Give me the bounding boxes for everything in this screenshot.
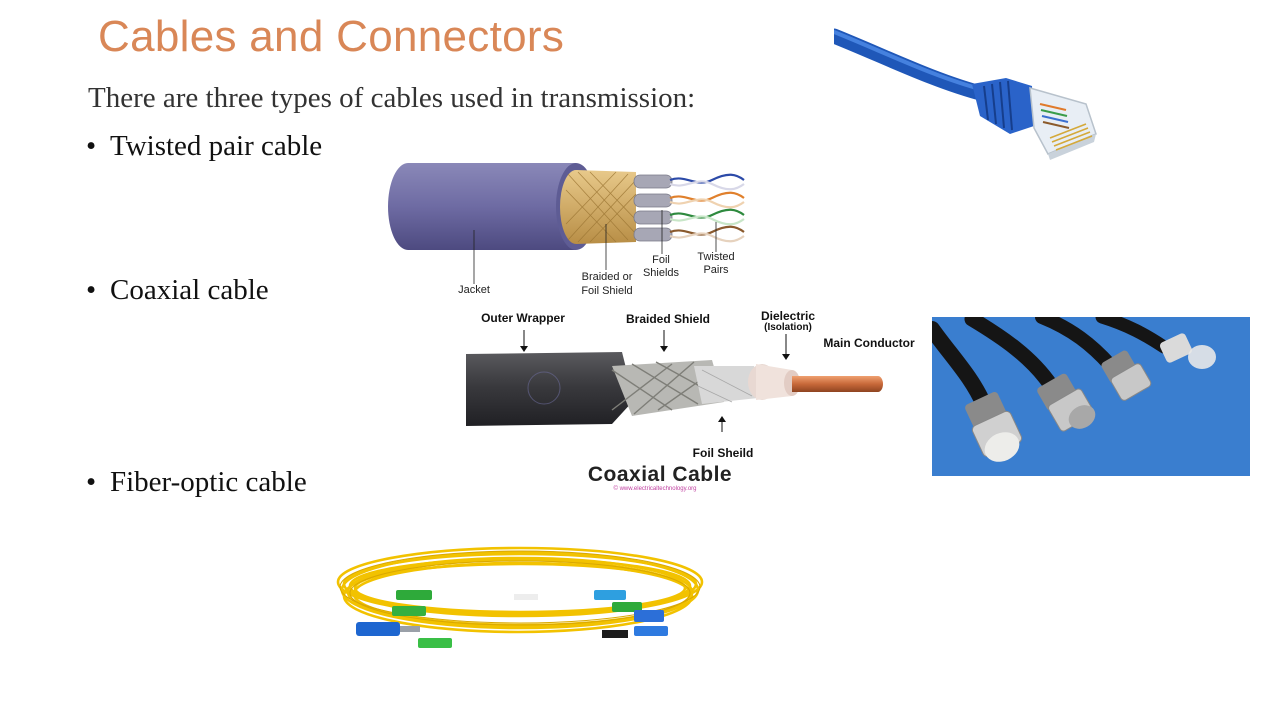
label-jacket: Jacket <box>458 284 490 296</box>
bullet-dot: • <box>86 466 97 498</box>
coaxial-diagram-icon <box>466 330 883 432</box>
label-twisted-line2: Pairs <box>703 264 729 276</box>
label-main-conductor: Main Conductor <box>823 336 915 350</box>
label-braided-line2: Foil Shield <box>581 285 633 297</box>
bullet-text: Fiber-optic cable <box>110 466 307 498</box>
bullet-coaxial: • Coaxial cable <box>86 274 269 307</box>
slide-title: Cables and Connectors <box>98 12 565 61</box>
label-twisted-line1: Twisted <box>697 251 735 263</box>
coaxial-watermark: © www.electricaltechnology.org <box>613 486 697 492</box>
bullet-fiber-optic: • Fiber-optic cable <box>86 466 307 499</box>
rj45-cable-icon <box>834 28 1097 160</box>
label-foil-line2: Shields <box>642 267 680 279</box>
twisted-pair-diagram-icon <box>388 163 745 284</box>
label-dielectric-isolation: (Isolation) <box>764 322 812 333</box>
label-foil-line1: Foil <box>652 254 670 266</box>
coaxial-connectors-photo-icon <box>932 317 1250 476</box>
bullet-dot: • <box>86 130 97 162</box>
label-outer-wrapper: Outer Wrapper <box>481 311 565 325</box>
intro-text: There are three types of cables used in … <box>88 82 696 114</box>
label-foil-shield: Foil Sheild <box>692 446 754 460</box>
label-braided-line1: Braided or <box>581 271 633 283</box>
bullet-text: Coaxial cable <box>110 274 269 306</box>
label-dielectric: Dielectric <box>760 309 816 323</box>
coaxial-caption: Coaxial Cable <box>587 463 733 486</box>
bullet-text: Twisted pair cable <box>110 130 323 162</box>
label-braided-shield: Braided Shield <box>625 312 711 326</box>
bullet-twisted-pair: • Twisted pair cable <box>86 130 322 163</box>
fiber-optic-bundle-icon <box>336 546 704 648</box>
bullet-dot: • <box>86 274 97 306</box>
